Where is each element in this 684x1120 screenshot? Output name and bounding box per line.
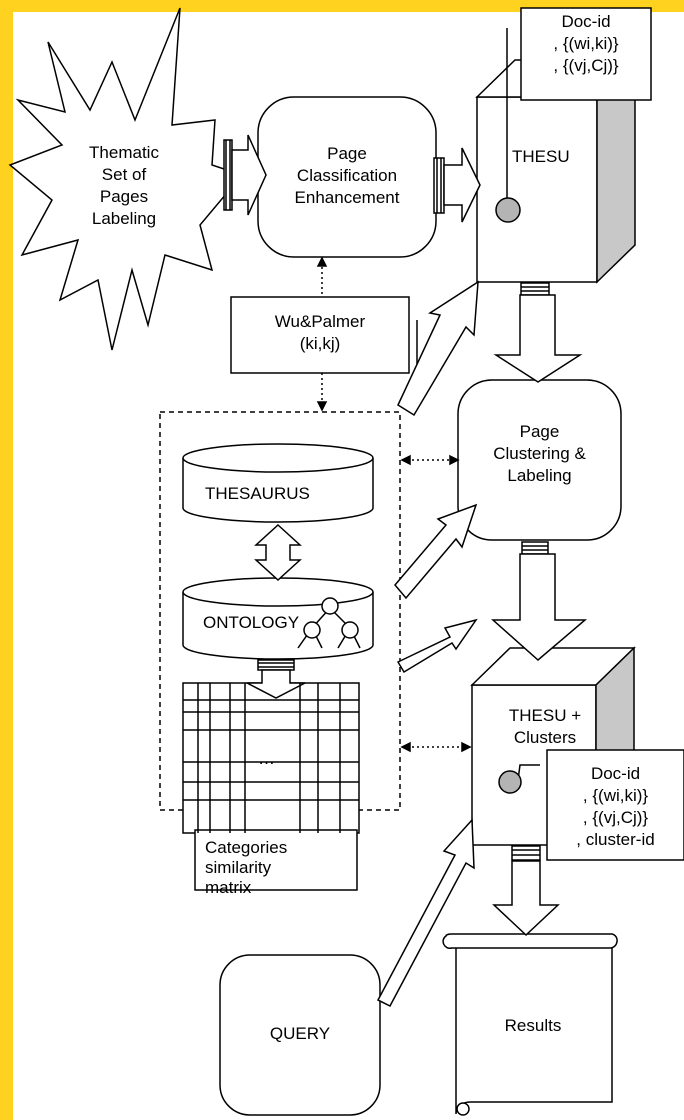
frame-left — [0, 0, 13, 1120]
wu-palmer-box — [230, 296, 410, 374]
results-label: Results — [504, 1016, 562, 1035]
query-label: QUERY — [269, 1024, 331, 1043]
wu-palmer-label: Wu&Palmer (ki,kj) — [274, 312, 366, 353]
similarity-matrix-grid — [182, 682, 360, 834]
doc-record-top-label: Doc-id , {(wi,ki)} , {(vj,Cj)} — [553, 12, 619, 75]
matrix-caption-label: Categories similarity matrix — [205, 838, 288, 897]
page-clustering-label: Page Clustering & Labeling — [493, 422, 586, 485]
page-classification-label: Page Classification Enhancement — [294, 144, 400, 207]
frame-top — [0, 0, 684, 12]
doc-record-bottom-box — [546, 749, 684, 861]
thesu-cube-front — [476, 96, 598, 283]
matrix-ellipsis: … — [258, 749, 275, 768]
thematic-starburst — [8, 7, 244, 351]
query-box — [219, 954, 381, 1116]
ontology-label: ONTOLOGY — [203, 613, 300, 632]
thematic-label: Thematic Set of Pages Labeling — [89, 143, 159, 228]
thesu-label: THESU — [512, 147, 570, 166]
thesaurus-label: THESAURUS — [205, 484, 310, 503]
thesu-clusters-label: THESU + Clusters — [508, 706, 582, 747]
thesaurus-cylinder — [182, 458, 374, 523]
matrix-caption-box — [194, 829, 358, 891]
doc-record-top-box — [520, 7, 652, 101]
doc-record-bottom-label: Doc-id , {(wi,ki)} , {(vj,Cj)} , cluster… — [576, 764, 655, 849]
